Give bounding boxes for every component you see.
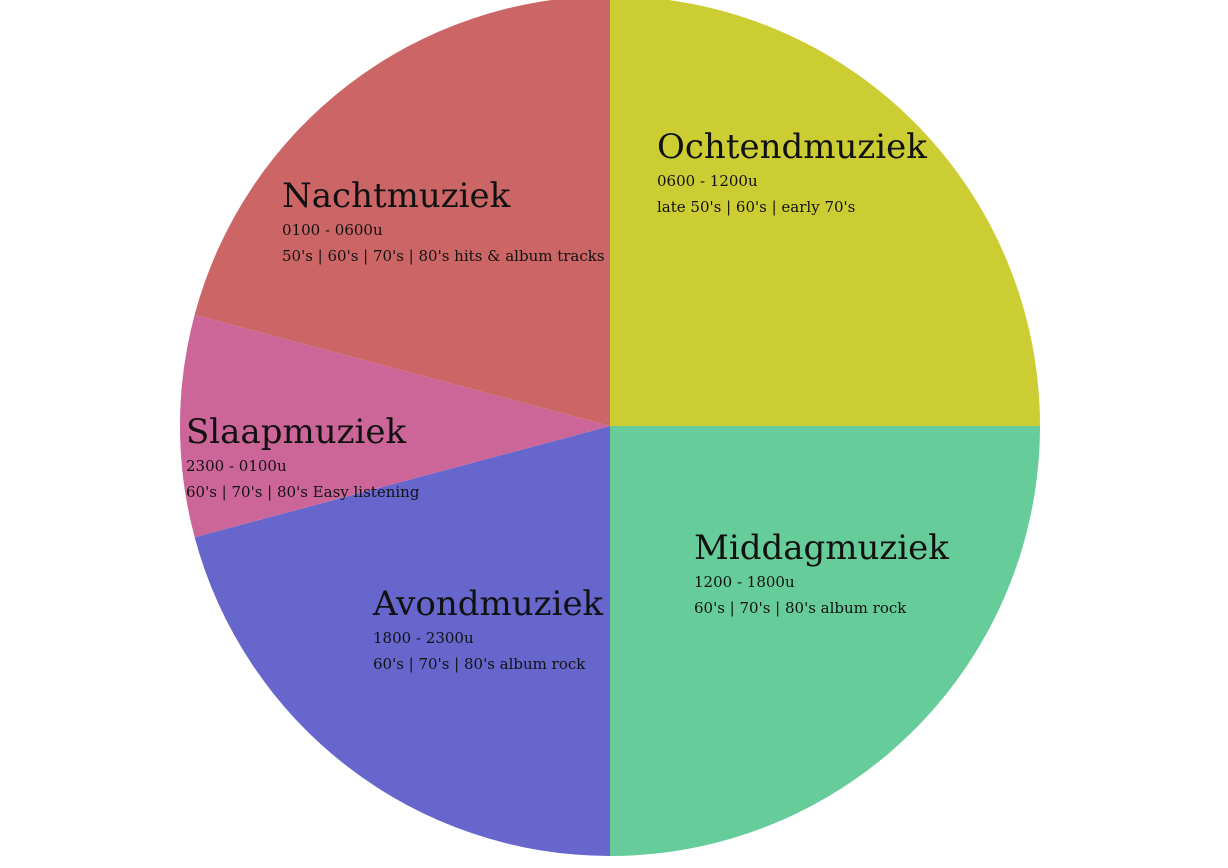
- pie-slice-middagmuziek: [610, 426, 1040, 856]
- pie-slice-ochtendmuziek: [610, 0, 1040, 426]
- slice-slaapmuziek-time: 2300 - 0100u: [186, 457, 287, 475]
- slice-nachtmuziek-genres: 50's | 60's | 70's | 80's hits & album t…: [282, 247, 605, 265]
- slice-avondmuziek-genres: 60's | 70's | 80's album rock: [373, 655, 586, 673]
- slice-nachtmuziek-title: Nachtmuziek: [282, 176, 511, 216]
- pie-slice-slaapmuziek: [179, 314, 611, 538]
- slice-slaapmuziek-title: Slaapmuziek: [186, 412, 407, 452]
- slice-nachtmuziek-time: 0100 - 0600u: [282, 221, 383, 239]
- slice-avondmuziek-title: Avondmuziek: [372, 584, 604, 624]
- pie-slice-nachtmuziek: [194, 0, 610, 426]
- slice-middagmuziek-genres: 60's | 70's | 80's album rock: [694, 599, 907, 617]
- slice-ochtendmuziek-title: Ochtendmuziek: [657, 127, 927, 167]
- slice-ochtendmuziek-time: 0600 - 1200u: [657, 172, 758, 190]
- slice-avondmuziek-time: 1800 - 2300u: [373, 629, 474, 647]
- slice-ochtendmuziek-genres: late 50's | 60's | early 70's: [657, 198, 855, 216]
- pie-slice-avondmuziek: [194, 426, 610, 856]
- slice-middagmuziek-title: Middagmuziek: [694, 528, 949, 568]
- slice-slaapmuziek-genres: 60's | 70's | 80's Easy listening: [186, 483, 420, 501]
- slice-middagmuziek-time: 1200 - 1800u: [694, 573, 795, 591]
